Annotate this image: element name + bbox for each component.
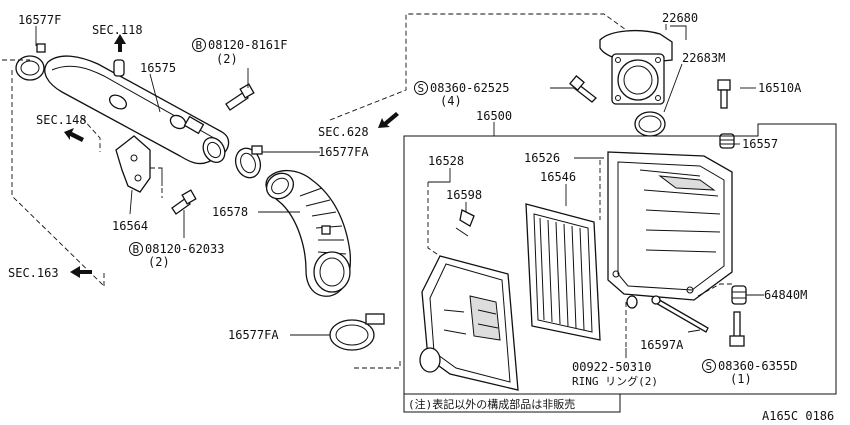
- label-22680: 22680: [662, 11, 698, 25]
- label-16577FA-bottom: 16577FA: [228, 328, 279, 342]
- assembly-frame-16500: [403, 123, 837, 413]
- label-bolt2-qty: (2): [148, 255, 170, 269]
- label-16546: 16546: [540, 170, 576, 184]
- leader-16528: [430, 168, 451, 183]
- clamp-16577FA-top: [234, 145, 263, 179]
- stud-16597A: [651, 295, 709, 333]
- clip-16598: [455, 209, 475, 237]
- screw-s-letter-1: S: [418, 82, 425, 95]
- label-16500: 16500: [476, 109, 512, 123]
- bolt-16510A: [717, 79, 731, 109]
- label-screw2-code: 08360-6355D: [718, 359, 797, 373]
- circle-s-screw1: S: [414, 81, 428, 95]
- hose-16578: [265, 170, 352, 297]
- o-ring-22683M: [634, 111, 666, 137]
- air-cleaner-body-16526: [607, 151, 733, 301]
- bolt-08120-8161F: [225, 83, 255, 111]
- dashed-outline-sec628: [329, 13, 641, 121]
- screw-s-letter-2: S: [706, 360, 713, 373]
- dashed-line-cover: [427, 181, 441, 257]
- label-note: (注)表記以外の構成部品は非販売: [408, 397, 575, 411]
- label-screw1-qty: (4): [440, 94, 462, 108]
- bolt-08120-62033: [171, 189, 197, 215]
- dashed-outline-left: [2, 59, 105, 287]
- ring-00922-50310: [626, 295, 638, 309]
- label-16510A: 16510A: [758, 81, 802, 95]
- grommet-16557: [719, 133, 735, 149]
- arrow-left-sec148: [64, 128, 84, 142]
- leader-16564: [129, 189, 133, 215]
- leader-22680: [665, 24, 687, 40]
- dashed-line-mount: [697, 283, 734, 297]
- label-sec628: SEC.628: [318, 125, 369, 139]
- label-screw1-code: 08360-62525: [430, 81, 509, 95]
- label-16577FA-top: 16577FA: [318, 145, 369, 159]
- label-screw2-qty: (1): [730, 372, 752, 386]
- label-16578: 16578: [212, 205, 248, 219]
- screw-08360-6355D: [729, 311, 745, 347]
- label-16597A: 16597A: [640, 338, 684, 352]
- air-duct-16575: [44, 55, 230, 165]
- label-22683M: 22683M: [682, 51, 725, 65]
- label-bolt2-code: 08120-62033: [145, 242, 224, 256]
- leader-16597A: [687, 329, 701, 333]
- label-sec163: SEC.163: [8, 266, 59, 280]
- rubber-mount-64840M: [731, 285, 747, 305]
- dashed-outline-bracket: [150, 167, 163, 198]
- arrow-down-sec628: [378, 112, 399, 128]
- circle-b-bolt2: B: [129, 242, 143, 256]
- arrow-up-sec118: [114, 34, 126, 52]
- label-16577F: 16577F: [18, 13, 61, 27]
- screw-08360-62525: [569, 75, 597, 103]
- label-figure-id: A165C 0186: [762, 409, 834, 423]
- label-16598: 16598: [446, 188, 482, 202]
- arrow-left-sec163: [70, 266, 92, 278]
- bolt-b-letter-1: B: [196, 39, 203, 52]
- circle-b-bolt1: B: [192, 38, 206, 52]
- label-bolt1-qty: (2): [216, 52, 238, 66]
- clamp-16577FA-bottom: [329, 313, 385, 351]
- label-ring-text: RING リング(2): [572, 374, 658, 388]
- bolt-b-letter-2: B: [133, 243, 140, 256]
- filter-element-16546: [525, 203, 601, 341]
- label-16528: 16528: [428, 154, 464, 168]
- label-sec118: SEC.118: [92, 23, 143, 37]
- air-flow-meter-22680: [599, 30, 673, 105]
- dashed-outline-clamp: [354, 358, 401, 369]
- label-16575: 16575: [140, 61, 176, 75]
- label-bolt1-code: 08120-8161F: [208, 38, 287, 52]
- label-sec148: SEC.148: [36, 113, 87, 127]
- clamp-16577F: [15, 43, 46, 81]
- bracket-16564: [115, 135, 151, 193]
- label-16564: 16564: [112, 219, 148, 233]
- leader-22683M: [663, 63, 683, 113]
- leader-16575: [149, 73, 161, 113]
- circle-s-screw2: S: [702, 359, 716, 373]
- air-cleaner-cover-16528: [419, 255, 519, 391]
- label-16526: 16526: [524, 151, 560, 165]
- dashed-outline-sec148: [81, 117, 101, 152]
- label-ring-code: 00922-50310: [572, 360, 651, 374]
- label-64840M: 64840M: [764, 288, 807, 302]
- label-16557: 16557: [742, 137, 778, 151]
